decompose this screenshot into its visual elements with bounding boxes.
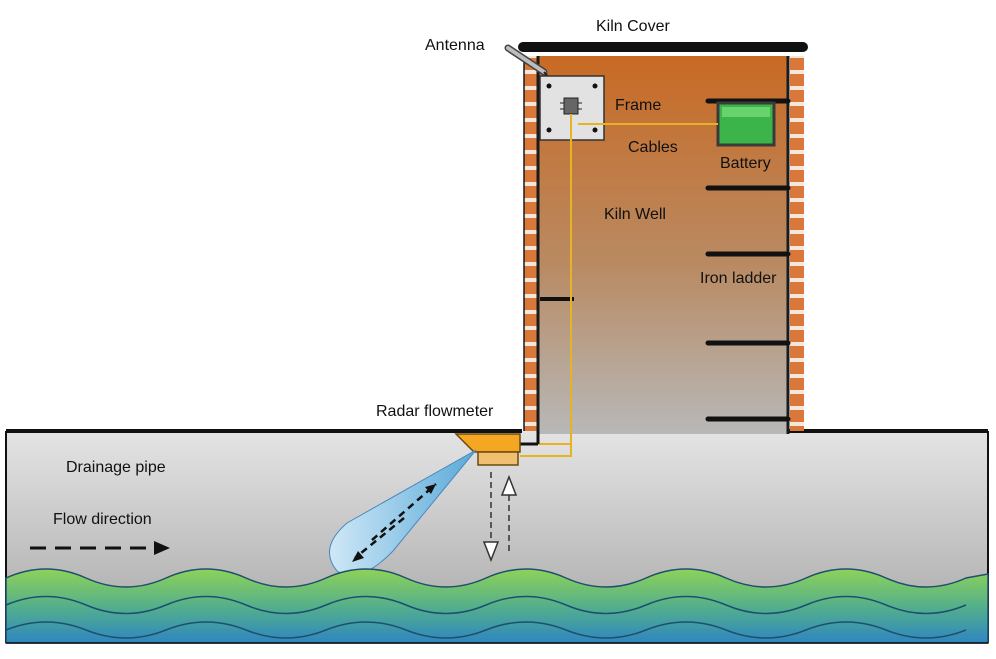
label-iron-ladder: Iron ladder: [700, 270, 777, 287]
label-cables: Cables: [628, 139, 678, 156]
label-antenna: Antenna: [425, 37, 485, 54]
cables: [520, 114, 718, 457]
label-drainage-pipe: Drainage pipe: [66, 459, 166, 476]
dashed-arrow-right-icon: [30, 541, 170, 555]
left-brick-wall: [524, 56, 538, 431]
radar-beam-icon: [329, 449, 477, 576]
kiln-cover: [518, 42, 808, 52]
label-flow-direction: Flow direction: [53, 511, 152, 528]
battery-icon: [716, 101, 776, 147]
radar-flowmeter: [454, 433, 521, 466]
label-radar-flowmeter: Radar flowmeter: [376, 403, 494, 420]
label-frame: Frame: [615, 97, 661, 114]
iron-ladder: [705, 98, 791, 422]
water: [5, 568, 989, 644]
label-kiln-cover: Kiln Cover: [596, 18, 670, 35]
label-kiln-well: Kiln Well: [604, 206, 666, 223]
label-battery: Battery: [720, 155, 771, 172]
vertical-measure-arrows: [482, 472, 518, 563]
right-brick-wall: [790, 56, 804, 431]
